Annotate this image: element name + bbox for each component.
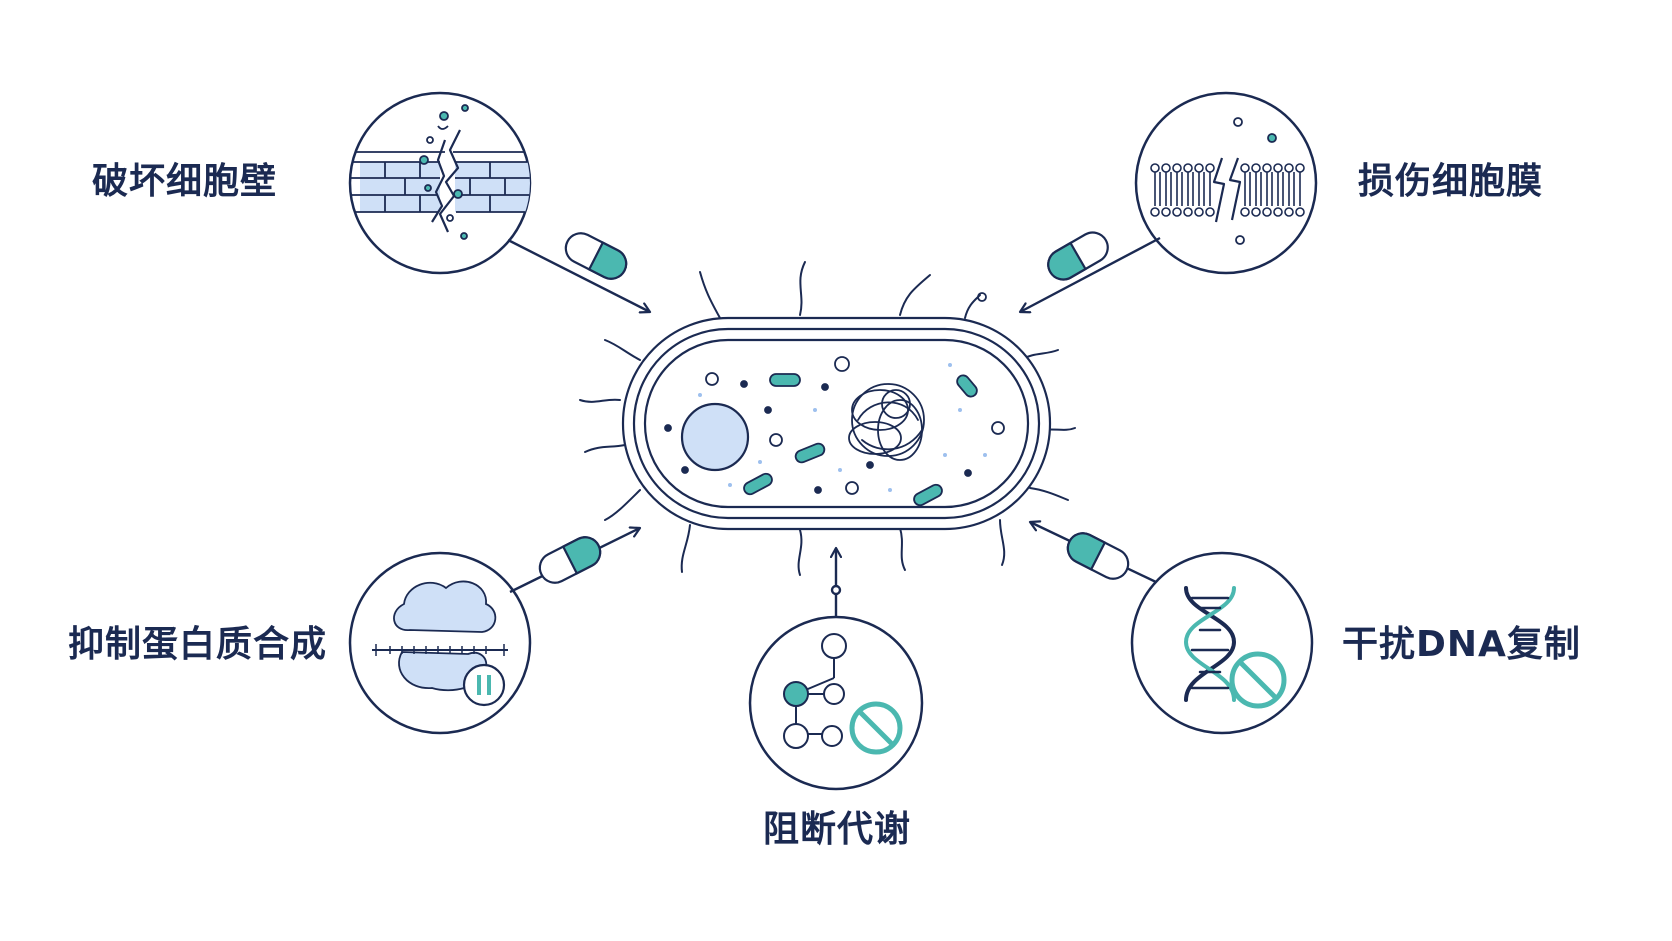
pilus-tip	[977, 292, 987, 302]
block-symbol	[849, 701, 903, 755]
bacterium-icon	[579, 261, 1076, 576]
damaged-lipid-bilayer-icon	[1134, 91, 1318, 275]
leaking-particles	[1233, 117, 1277, 245]
capsule-icon	[1047, 231, 1109, 281]
label-block-metabolism: 阻断代谢	[763, 809, 912, 850]
lipid-bilayer-right	[1240, 163, 1305, 217]
blocked-dna-helix-icon	[1130, 551, 1314, 735]
inner-membrane	[643, 338, 1030, 509]
cytoplasm-dots	[664, 356, 1005, 495]
cytoplasm-specks	[698, 363, 987, 492]
broken-cell-wall-icon	[348, 91, 532, 275]
paused-ribosome-icon	[348, 551, 532, 735]
nucleoid-icon	[848, 383, 925, 461]
capsule-icon	[1066, 532, 1130, 580]
label-destroy-cell-wall: 破坏细胞壁	[92, 161, 278, 202]
vacuole	[680, 402, 750, 472]
lipid-bilayer-left	[1150, 163, 1215, 217]
capsule-icon	[564, 232, 628, 280]
label-damage-cell-membrane: 损伤细胞膜	[1358, 161, 1544, 202]
dna-helix	[1183, 586, 1237, 702]
connector-wall	[507, 238, 650, 312]
connector-membrane	[1020, 236, 1161, 312]
cytoplasm-particles	[743, 373, 978, 507]
cell-wall	[632, 327, 1041, 520]
connector-metabolism	[832, 548, 840, 616]
blocked-metabolic-pathway-icon	[748, 615, 924, 791]
label-inhibit-protein-synthesis: 抑制蛋白质合成	[68, 624, 328, 665]
outer-membrane	[621, 316, 1052, 531]
label-interfere-dna-replication: 干扰DNA复制	[1342, 624, 1581, 665]
debris-particles	[419, 104, 469, 240]
capsule-icon	[538, 536, 602, 584]
block-symbol	[1229, 651, 1287, 709]
